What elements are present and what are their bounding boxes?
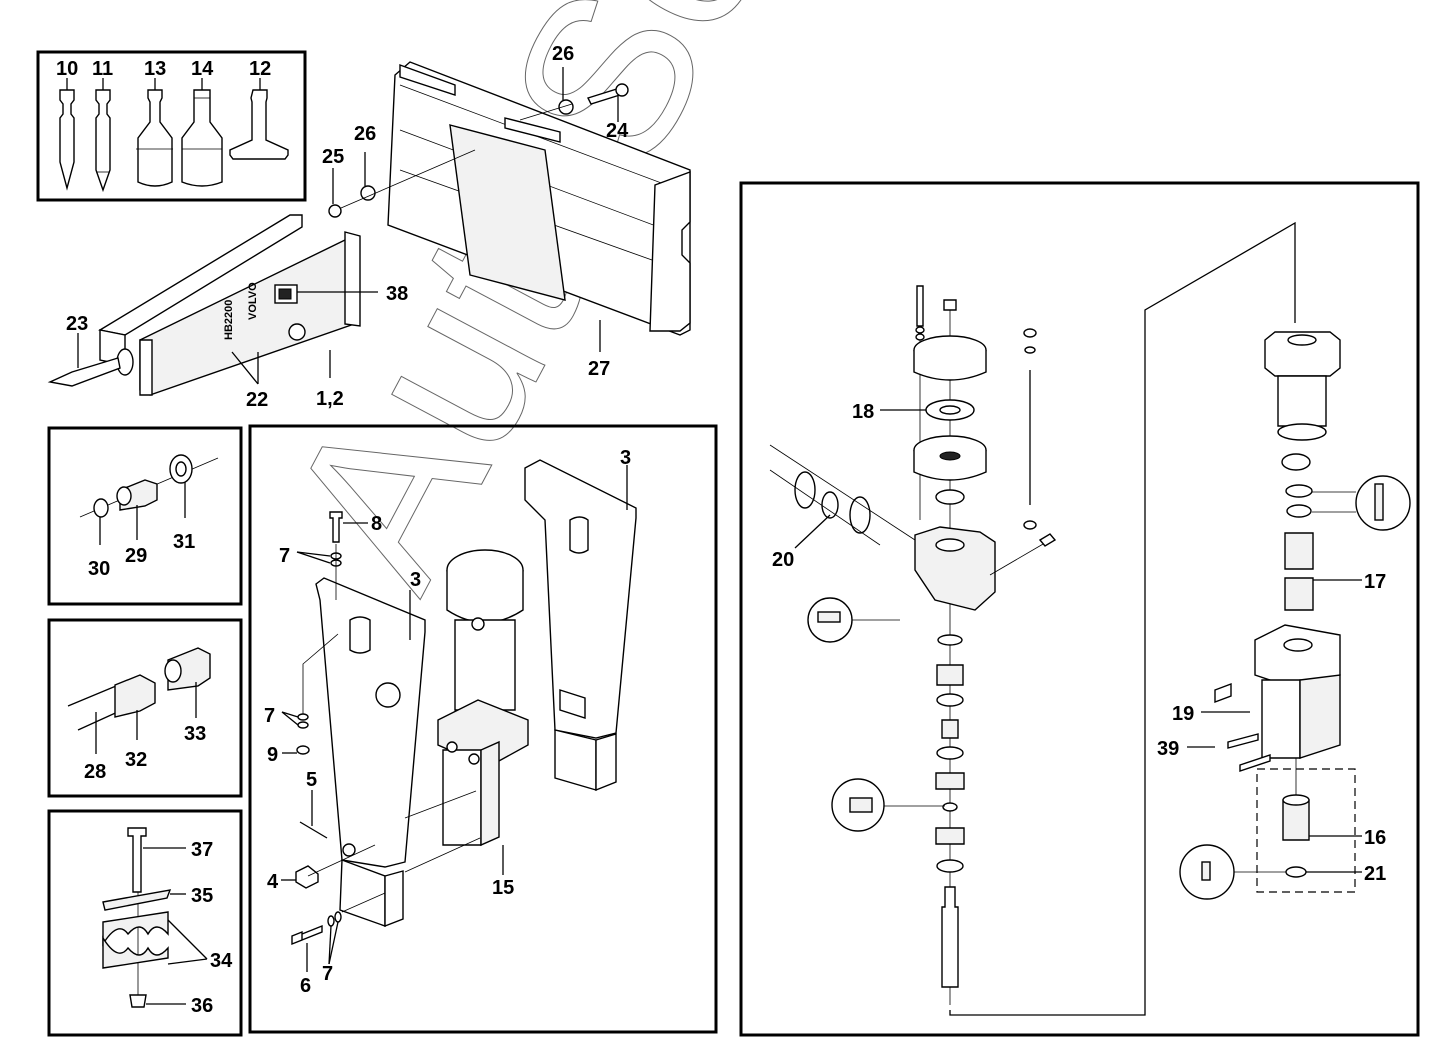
tools-panel-frame: [36, 50, 307, 202]
callout-7a: 7: [279, 545, 290, 567]
callout-3b: 3: [620, 447, 631, 469]
callout-1-2: 1,2: [316, 388, 344, 410]
svg-text:VOLVO: VOLVO: [247, 282, 259, 320]
callout-7c: 7: [322, 963, 333, 985]
bolt-8: [329, 511, 343, 543]
bolt-6: [291, 924, 323, 946]
callout-26a: 26: [354, 123, 376, 145]
clamp-panel: 37 35 34 36: [47, 809, 243, 1037]
callout-13: 13: [144, 58, 166, 80]
callout-33: 33: [184, 723, 206, 745]
callout-37: 37: [191, 839, 213, 861]
moil-point-tool: [59, 78, 75, 191]
callout-3a: 3: [410, 569, 421, 591]
blunt-tool-13: [136, 78, 173, 187]
mounting-bracket: 25 26 26 24 27: [322, 43, 691, 380]
callout-17: 17: [1364, 571, 1386, 593]
washer-26a: [360, 185, 376, 201]
callout-5: 5: [306, 769, 317, 791]
callout-9: 9: [267, 744, 278, 766]
brand-volvo: VOLVO: [247, 282, 259, 320]
callout-6: 6: [300, 975, 311, 997]
chisel-tool: [95, 78, 111, 193]
fitting-b-frame: [47, 618, 243, 798]
breaker-assembly: VOLVO HB2200 23 22 1,2 38: [47, 214, 408, 411]
callout-15: 15: [492, 877, 514, 899]
power-cell-frame: [739, 181, 1420, 1037]
callout-36: 36: [191, 995, 213, 1017]
callout-4: 4: [267, 871, 279, 893]
piston: [941, 886, 959, 988]
callout-26b: 26: [552, 43, 574, 65]
callout-27: 27: [588, 358, 610, 380]
callout-25: 25: [322, 146, 344, 168]
callout-12: 12: [249, 58, 271, 80]
callout-7b: 7: [264, 705, 275, 727]
fitting-b-panel: 28 32 33: [47, 618, 243, 798]
svg-text:HB2200: HB2200: [223, 300, 235, 340]
callout-16: 16: [1364, 827, 1386, 849]
fitting-a-frame: [47, 426, 243, 606]
callout-30: 30: [88, 558, 110, 580]
callout-10: 10: [56, 58, 78, 80]
callout-34: 34: [210, 950, 233, 972]
callout-11: 11: [92, 58, 113, 80]
fitting-a-panel: 30 29 31: [47, 426, 243, 606]
bushing-4: [295, 865, 319, 889]
callout-14: 14: [191, 58, 214, 80]
callout-8: 8: [371, 513, 382, 535]
nut-25: [328, 204, 342, 218]
housing-frame: [248, 424, 718, 1034]
washer-26b: [558, 99, 574, 115]
callout-19: 19: [1172, 703, 1194, 725]
callout-29: 29: [125, 545, 147, 567]
callout-39: 39: [1157, 738, 1179, 760]
tamping-plate-tool: [229, 78, 289, 160]
callout-28: 28: [84, 761, 106, 783]
callout-22: 22: [246, 389, 268, 411]
callout-32: 32: [125, 749, 147, 771]
callout-18: 18: [852, 401, 874, 423]
clamp-frame: [47, 809, 243, 1037]
housing-panel: 8 7 3 7 9 5 4 6 7 15 3: [248, 424, 718, 1034]
tools-panel: 10 11 13 14 12: [36, 50, 307, 202]
brand-model: HB2200: [223, 300, 235, 340]
callout-21: 21: [1364, 863, 1386, 885]
callout-31: 31: [173, 531, 195, 553]
callout-23: 23: [66, 313, 88, 335]
callout-24: 24: [606, 120, 629, 142]
callout-38: 38: [386, 283, 408, 305]
power-cell-panel: 18 20 17 19 39 16 21: [739, 181, 1420, 1037]
blunt-tool-14: [181, 78, 223, 187]
callout-35: 35: [191, 885, 213, 907]
callout-20: 20: [772, 549, 794, 571]
group-box: [1256, 768, 1356, 893]
